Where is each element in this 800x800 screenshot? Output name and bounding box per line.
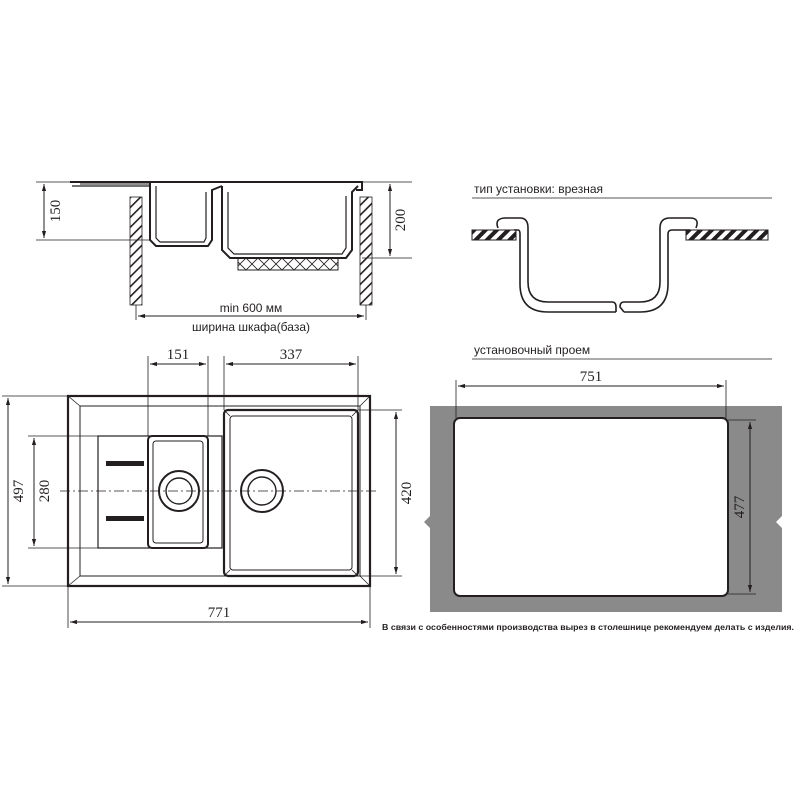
cutout-note: В связи с особенностями производства выр…: [382, 622, 794, 632]
overall-width-label: 771: [208, 605, 231, 621]
install-type-label: тип установки: врезная: [474, 182, 603, 196]
large-bowl-width-label: 337: [280, 347, 303, 363]
large-bowl-section: [221, 185, 359, 259]
cutout-title: установочный проем: [474, 343, 590, 357]
depth-large-label: 200: [393, 209, 409, 232]
sink-rim: [70, 181, 363, 191]
cutout-opening: [453, 417, 729, 597]
cabinet-left-wall: [129, 196, 143, 306]
countertop-right: [685, 229, 769, 241]
small-bowl-depth-label: 280: [37, 480, 53, 503]
cutout-width-label: 751: [580, 369, 603, 385]
cabinet-right-wall: [359, 196, 373, 306]
sink-profile-right: [624, 217, 698, 303]
side-section-view: 150 200 min 600 мм ширина шкафа(база): [36, 181, 412, 334]
sink-outline: [66, 394, 372, 588]
sink-profile-left: [496, 217, 612, 303]
cabinet-min-label: min 600 мм: [220, 301, 283, 315]
cutout-depth-label: 477: [732, 495, 748, 518]
cabinet-width-label: ширина шкафа(база): [192, 320, 310, 334]
large-bowl: [222, 408, 360, 578]
small-bowl-section: [149, 182, 223, 247]
drain-groove: [106, 461, 144, 466]
overall-depth-label: 497: [11, 479, 27, 502]
countertop-left: [471, 229, 517, 241]
bowl-bottom-ribs: [237, 257, 339, 271]
small-bowl: [147, 435, 209, 549]
drain-groove: [106, 516, 144, 521]
cutout-diagram: установочный проем 751 477 В связи с осо…: [382, 343, 794, 632]
top-view: 151 337 497 280 420 771: [2, 347, 415, 628]
small-bowl-width-label: 151: [167, 347, 190, 363]
depth-small-label: 150: [48, 200, 64, 223]
large-bowl-depth-label: 420: [399, 482, 415, 505]
installation-type-diagram: тип установки: врезная: [471, 182, 772, 313]
